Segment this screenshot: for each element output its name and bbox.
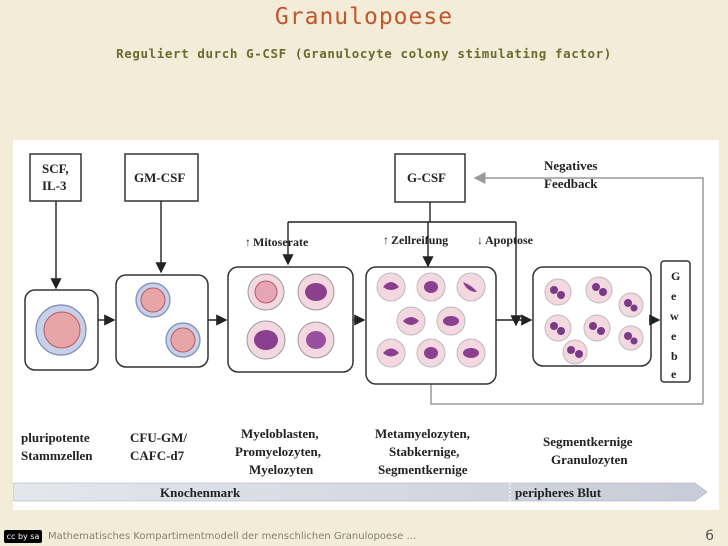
stage4-label-2: Stabkernige, <box>389 444 459 459</box>
tissue-box <box>660 260 691 383</box>
compartment-myeloblasts <box>227 266 354 373</box>
footer-text: Mathematisches Kompartimentmodell der me… <box>48 531 417 542</box>
feedback-label-2: Feedback <box>544 176 598 191</box>
stage3-label-1: Myeloblasten, <box>241 426 319 441</box>
scf-box <box>29 153 82 202</box>
feedback-arrow <box>473 172 704 404</box>
stage1-label-2: Stammzellen <box>21 448 93 463</box>
stage5-label-2: Granulozyten <box>551 452 628 467</box>
stem-cell-illustration <box>35 304 87 356</box>
mitoserate-arrow-icon: ↑ <box>245 235 251 249</box>
stage4-label-3: Segmentkernige <box>378 462 468 477</box>
metamyelocyte-nuclei <box>383 281 479 359</box>
stage3-label-3: Myelozyten <box>249 462 314 477</box>
gewebe-letter-1: G <box>671 269 680 283</box>
stage1-label-1: pluripotente <box>21 430 90 445</box>
stage4-label-1: Metamyelozyten, <box>375 426 470 441</box>
slide-subtitle: Reguliert durch G-CSF (Granulocyte colon… <box>116 46 612 61</box>
apoptose-arrow-icon: ↓ <box>477 233 483 247</box>
granulocyte-cells-illustration <box>544 276 644 365</box>
apoptose-label: Apoptose <box>485 233 534 247</box>
zellreifung-arrow-icon: ↑ <box>383 233 389 247</box>
stage2-label-2: CAFC-d7 <box>130 448 185 463</box>
slide-footer: cc by sa Mathematisches Kompartimentmode… <box>0 526 728 546</box>
gewebe-letter-3: w <box>670 309 679 323</box>
gmcsf-label: GM-CSF <box>134 170 185 185</box>
scf-label: SCF, <box>42 161 69 176</box>
stage2-label-1: CFU-GM/ <box>130 430 187 445</box>
gewebe-letter-4: e <box>671 329 677 343</box>
feedback-label-1: Negatives <box>544 158 597 173</box>
granulopoiesis-diagram: SCF, IL-3 GM-CSF G-CSF Negatives Feedbac… <box>13 153 708 502</box>
location-bar <box>13 482 708 502</box>
mitoserate-label: Mitoserate <box>253 235 309 249</box>
metamyelocyte-cells-illustration <box>376 272 486 368</box>
cfu-gm-cells-illustration <box>135 282 201 358</box>
granulopoiesis-figure: SCF, IL-3 GM-CSF G-CSF Negatives Feedbac… <box>13 140 719 510</box>
stage5-label-1: Segmentkernige <box>543 434 633 449</box>
bar-label-knochenmark: Knochenmark <box>160 485 241 500</box>
gmcsf-box <box>124 153 199 202</box>
page-number: 6 <box>705 528 714 544</box>
bar-label-peripheres-blut: peripheres Blut <box>515 485 602 500</box>
gewebe-letter-6: e <box>671 367 677 381</box>
slide-title: Granulopoese <box>274 4 454 30</box>
myeloblast-cells-illustration <box>246 273 335 360</box>
cc-license-badge: cc by sa <box>4 530 42 543</box>
gewebe-letter-2: e <box>671 289 677 303</box>
granulocyte-nuclei <box>550 283 638 358</box>
zellreifung-label: Zellreifung <box>391 233 448 247</box>
gewebe-letter-5: b <box>671 349 678 363</box>
gcsf-label: G-CSF <box>407 170 446 185</box>
stage3-label-2: Promyelozyten, <box>235 444 321 459</box>
il3-label: IL-3 <box>42 178 67 193</box>
